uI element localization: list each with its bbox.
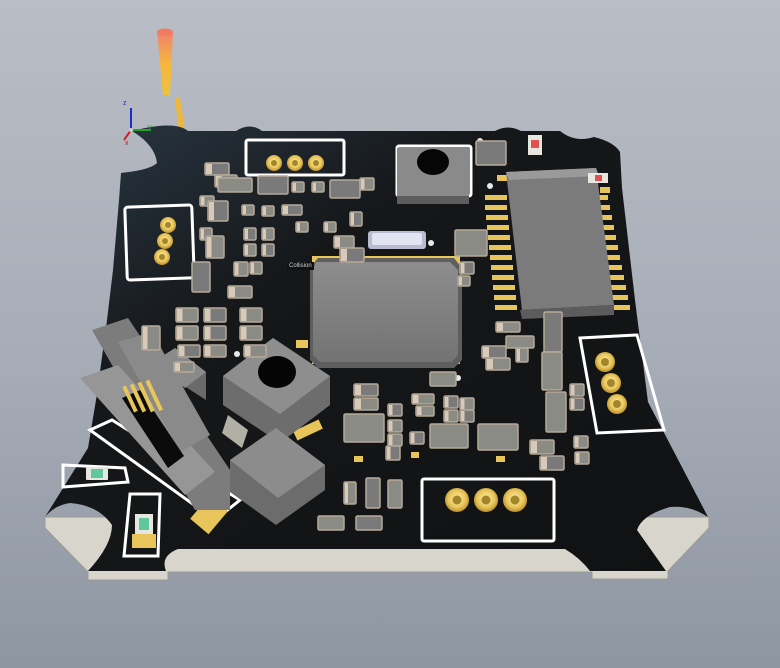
smd-part-terminal — [335, 237, 340, 247]
smd-part — [329, 179, 361, 199]
smd-part — [475, 140, 507, 166]
usb-connector[interactable] — [80, 318, 248, 510]
smd-part — [365, 477, 381, 509]
smd-part-terminal — [361, 179, 365, 189]
smd-part-terminal — [201, 229, 204, 239]
smd-part-terminal — [283, 206, 288, 214]
smd-part — [545, 391, 567, 433]
smd-part-terminal — [235, 263, 239, 275]
smd-part-terminal — [241, 309, 247, 321]
inductor-block — [230, 428, 325, 525]
smd-part-terminal — [263, 245, 266, 255]
smd-part-terminal — [355, 385, 361, 395]
smd-part-terminal — [576, 453, 580, 463]
smd-part-terminal — [263, 207, 266, 215]
smd-part — [541, 351, 563, 391]
smd-part-terminal — [297, 223, 300, 231]
smd-part-terminal — [497, 323, 503, 331]
mcu-qfp-chip[interactable] — [310, 256, 462, 368]
smd-part-terminal — [459, 277, 462, 285]
axis-y-label: y — [148, 124, 152, 131]
smd-components — [141, 140, 590, 531]
smd-part-terminal — [389, 405, 393, 415]
smd-part-terminal — [387, 447, 391, 459]
smd-part-terminal — [445, 411, 449, 421]
smd-part-terminal — [209, 202, 214, 220]
smd-part-terminal — [341, 249, 347, 261]
smd-part — [429, 371, 457, 387]
smd-part-terminal — [293, 183, 296, 191]
smd-part-terminal — [201, 197, 205, 205]
smd-part — [543, 311, 563, 353]
led-top-right — [528, 135, 608, 183]
smd-part-terminal — [575, 437, 579, 447]
smd-part-terminal — [177, 327, 183, 339]
flash-soic-chip[interactable] — [506, 168, 614, 319]
axis-gizmo: z y x — [118, 100, 158, 150]
smd-part — [343, 413, 385, 443]
collision-tag: Collision — [287, 262, 314, 270]
crystal-oscillator — [368, 231, 426, 249]
smd-part-terminal — [205, 309, 211, 321]
smd-part — [257, 175, 289, 195]
smd-part-terminal — [205, 346, 211, 356]
smd-part-terminal — [241, 327, 247, 339]
smd-part-terminal — [571, 399, 575, 409]
smd-part-terminal — [263, 229, 266, 239]
smd-part-terminal — [461, 411, 465, 421]
smd-part-terminal — [571, 385, 575, 395]
smd-part-terminal — [179, 346, 185, 356]
smd-part-terminal — [411, 433, 415, 443]
smd-part — [217, 177, 253, 193]
axis-arrows — [123, 108, 151, 141]
smd-part-terminal — [313, 183, 316, 191]
smd-part-terminal — [205, 327, 211, 339]
smd-part-terminal — [541, 457, 547, 469]
smd-part-terminal — [413, 395, 419, 403]
smd-part-terminal — [207, 237, 212, 257]
smd-part-terminal — [345, 483, 348, 503]
smd-part-terminal — [251, 263, 254, 273]
smd-part-terminal — [417, 407, 422, 415]
led-left-bottom — [86, 467, 156, 548]
smd-part — [355, 515, 383, 531]
smd-part-terminal — [445, 397, 449, 407]
smd-part-terminal — [245, 229, 248, 239]
smd-part-terminal — [245, 346, 251, 356]
smd-part-terminal — [206, 164, 212, 174]
smd-part — [454, 229, 488, 257]
smd-part-terminal — [245, 245, 248, 255]
smd-part-terminal — [351, 213, 354, 225]
smd-pads — [190, 175, 630, 535]
smd-part-terminal — [487, 359, 493, 369]
smd-part-terminal — [389, 435, 393, 445]
smd-part-terminal — [177, 309, 183, 321]
smd-part — [429, 423, 469, 449]
origin-marker — [157, 28, 185, 132]
smd-part — [505, 335, 535, 349]
smd-part — [477, 423, 519, 451]
tactile-button-top[interactable] — [397, 148, 469, 204]
smd-part-terminal — [175, 363, 180, 371]
smd-part — [317, 515, 345, 531]
smd-part-terminal — [229, 287, 235, 297]
smd-part-terminal — [355, 399, 361, 409]
smd-part-terminal — [143, 327, 148, 349]
smd-part — [387, 479, 403, 509]
smd-part-terminal — [325, 223, 328, 231]
smd-part-terminal — [531, 441, 537, 453]
smd-part-terminal — [243, 206, 246, 214]
smd-part-terminal — [461, 399, 465, 409]
axis-x-label: x — [125, 140, 129, 147]
smd-part-terminal — [389, 421, 393, 431]
smd-part — [191, 261, 211, 293]
smd-part-terminal — [483, 347, 489, 357]
axis-z-label: z — [123, 100, 127, 107]
smd-part-terminal — [461, 263, 465, 273]
smd-part-terminal — [517, 349, 520, 361]
